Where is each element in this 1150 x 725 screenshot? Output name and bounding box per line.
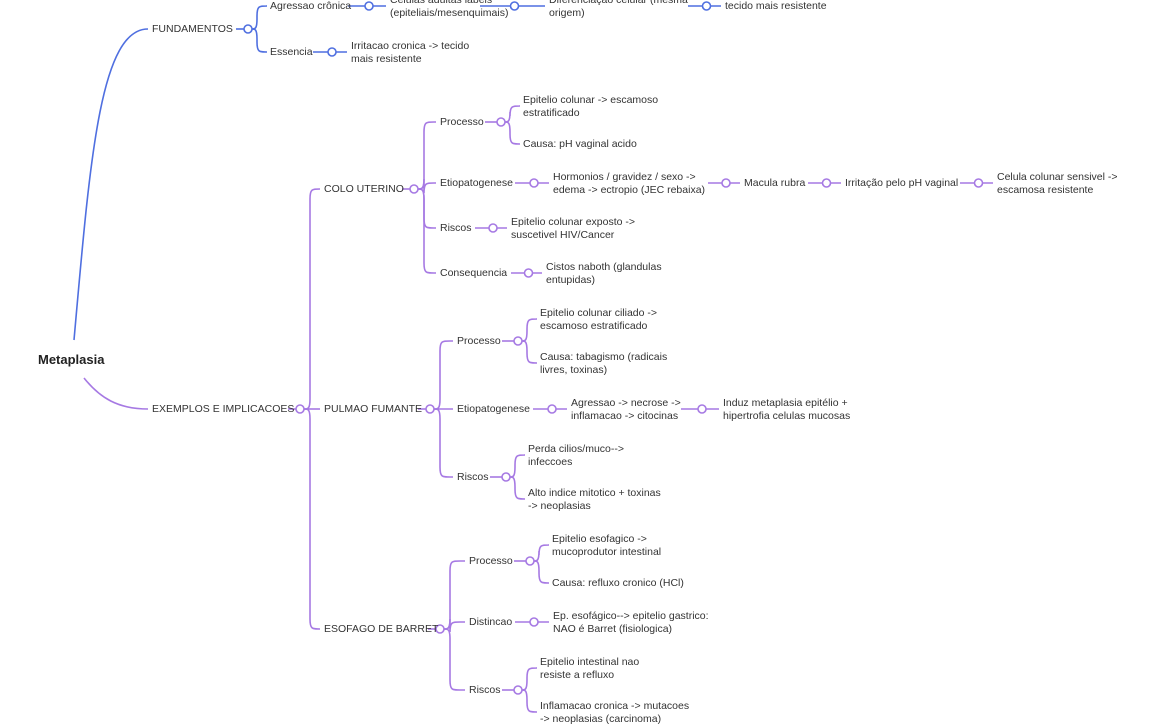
connector-branch (509, 476, 526, 500)
connector-branch (443, 560, 465, 630)
node-diferenciacao-celular[interactable]: Diferenciação celular (mesma origem) (549, 0, 688, 19)
node-toggle-circle[interactable] (525, 556, 535, 566)
node-pulmao-induz-metaplasia[interactable]: Induz metaplasia epitélio + hipertrofia … (723, 397, 851, 422)
node-toggle-circle[interactable] (973, 178, 984, 188)
node-barret-riscos[interactable]: Riscos (469, 684, 501, 696)
node-essencia[interactable]: Essencia (270, 46, 313, 58)
node-pulmao-processo-causa[interactable]: Causa: tabagismo (radicais livres, toxin… (540, 351, 668, 376)
connector-branch (433, 408, 453, 478)
node-toggle-circle[interactable] (701, 1, 712, 11)
node-colo-macula-rubra[interactable]: Macula rubra (744, 177, 806, 189)
node-toggle-circle[interactable] (513, 336, 523, 346)
node-pulmao-processo-epitelio[interactable]: Epitelio colunar ciliado -> escamoso est… (540, 307, 658, 332)
node-barret-distincao[interactable]: Distincao (469, 616, 513, 628)
node-toggle-circle[interactable] (364, 1, 374, 11)
node-toggle-circle[interactable] (243, 24, 253, 34)
node-toggle-circle[interactable] (523, 268, 534, 278)
node-tecido-mais-resistente[interactable]: tecido mais resistente (725, 0, 827, 12)
node-toggle-circle[interactable] (327, 47, 337, 57)
node-barret-distincao-ep[interactable]: Ep. esofágico--> epitelio gastrico: NAO … (553, 610, 709, 635)
connector-root-exemplos (83, 377, 149, 410)
node-toggle-circle[interactable] (496, 117, 506, 127)
node-colo-processo-epitelio[interactable]: Epitelio colunar -> escamoso estratifica… (523, 94, 659, 119)
node-pulmao-riscos-mitotico[interactable]: Alto indice mitotico + toxinas -> neopla… (528, 487, 661, 512)
connector-branch (509, 454, 526, 478)
node-pulmao-agressao[interactable]: Agressao -> necrose -> inflamacao -> cit… (571, 397, 681, 422)
node-toggle-circle[interactable] (547, 404, 557, 414)
node-colo-consequencia[interactable]: Consequencia (440, 267, 508, 279)
node-barret-riscos-epitelio[interactable]: Epitelio intestinal nao resiste a reflux… (540, 656, 640, 681)
node-colo-uterino[interactable]: COLO UTERINO (324, 183, 404, 195)
connector-branch (443, 628, 465, 691)
node-toggle-circle[interactable] (821, 178, 832, 188)
node-colo-processo-causa[interactable]: Causa: pH vaginal acido (523, 138, 637, 150)
connector-branch (303, 188, 321, 410)
node-pulmao-riscos[interactable]: Riscos (457, 471, 489, 483)
node-barret-processo[interactable]: Processo (469, 555, 513, 567)
node-toggle-circle[interactable] (697, 404, 707, 414)
node-pulmao-fumante[interactable]: PULMAO FUMANTE (324, 403, 423, 415)
connector-branch (251, 5, 268, 30)
node-pulmao-processo[interactable]: Processo (457, 335, 501, 347)
node-colo-hormonios[interactable]: Hormonios / gravidez / sexo -> edema -> … (553, 171, 706, 196)
node-barret-riscos-inflamacao[interactable]: Inflamacao cronica -> mutacoes -> neopla… (540, 700, 690, 725)
node-toggle-circle[interactable] (435, 624, 445, 634)
connector-branch (521, 667, 538, 691)
connector-branch (417, 188, 436, 274)
connector-branch (504, 121, 521, 145)
node-toggle-circle[interactable] (721, 178, 731, 188)
connector-branch (533, 560, 550, 584)
node-colo-processo[interactable]: Processo (440, 116, 484, 128)
node-fundamentos[interactable]: FUNDAMENTOS (152, 23, 233, 35)
node-pulmao-riscos-cilios[interactable]: Perda cilios/muco--> infeccoes (528, 443, 624, 468)
node-toggle-circle[interactable] (513, 685, 523, 695)
node-toggle-circle[interactable] (529, 178, 539, 188)
connector-branch (521, 340, 538, 364)
node-toggle-circle[interactable] (529, 617, 539, 627)
node-toggle-circle[interactable] (488, 223, 498, 233)
node-colo-cistos-naboth[interactable]: Cistos naboth (glandulas entupidas) (546, 261, 662, 286)
connector-branch (521, 689, 538, 713)
node-barret-processo-epitelio[interactable]: Epitelio esofagico -> mucoprodutor intes… (552, 533, 662, 558)
node-agressao-cronica[interactable]: Agressao crônica (270, 0, 352, 12)
node-toggle-circle[interactable] (501, 472, 511, 482)
connector-branch (521, 318, 538, 342)
connector-branch (251, 28, 268, 53)
root-node-metaplasia[interactable]: Metaplasia (38, 352, 105, 367)
node-toggle-circle[interactable] (509, 1, 520, 11)
node-colo-celula-colunar[interactable]: Celula colunar sensivel -> escamosa resi… (997, 171, 1118, 196)
node-toggle-circle[interactable] (425, 404, 435, 414)
connector-branch (417, 121, 436, 190)
node-exemplos-implicacoes[interactable]: EXEMPLOS E IMPLICACOES (152, 403, 295, 415)
node-irritacao-cronica[interactable]: Irritacao cronica -> tecido mais resiste… (351, 40, 470, 65)
node-colo-etiopatogenese[interactable]: Etiopatogenese (440, 177, 513, 189)
node-barret-processo-causa[interactable]: Causa: refluxo cronico (HCl) (552, 577, 684, 589)
connector-branch (417, 178, 436, 194)
node-colo-riscos[interactable]: Riscos (440, 222, 472, 234)
connector-branch (303, 408, 321, 630)
connector-branch (533, 544, 550, 562)
node-toggle-circle[interactable] (409, 184, 419, 194)
connector-branch (417, 188, 436, 229)
connector-branch (504, 105, 521, 123)
node-celulas-adultas-labeis[interactable]: Celulas adultas labeis (epiteliais/mesen… (390, 0, 509, 19)
node-colo-irritacao-ph[interactable]: Irritação pelo pH vaginal (845, 177, 959, 189)
connector-branch (433, 340, 453, 410)
node-esofago-barret[interactable]: ESOFAGO DE BARRET (324, 623, 439, 635)
node-colo-riscos-epitelio[interactable]: Epitelio colunar exposto -> suscetivel H… (511, 216, 636, 241)
node-pulmao-etiopatogenese[interactable]: Etiopatogenese (457, 403, 530, 415)
connector-root-fundamentos (73, 28, 149, 341)
node-toggle-circle[interactable] (295, 404, 305, 414)
